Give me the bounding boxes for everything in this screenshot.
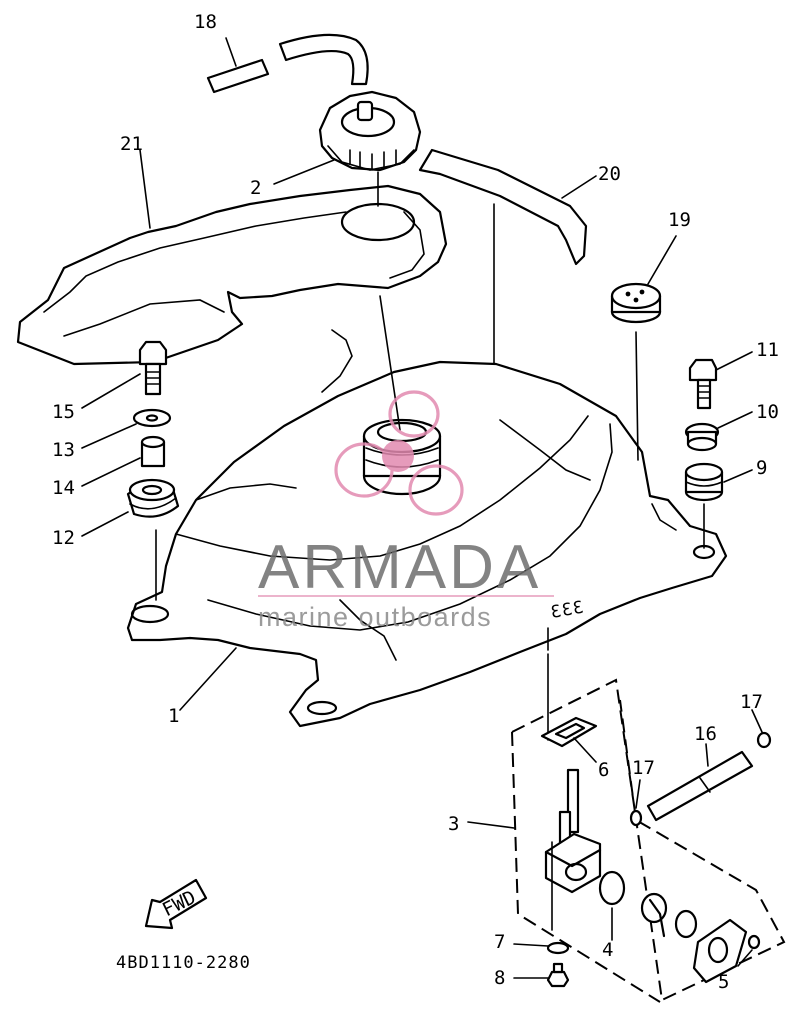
- callout-17-upper: 17: [740, 691, 763, 713]
- cap-seat-ring: [340, 202, 416, 242]
- armada-watermark: ARMADA marine outboards: [258, 390, 554, 632]
- part-19-grommet: [610, 282, 662, 324]
- fuel-cock-seal: [674, 909, 698, 939]
- callout-8: 8: [494, 967, 505, 989]
- callout-10: 10: [756, 401, 779, 423]
- part-16-hose: [646, 750, 754, 822]
- callout-15: 15: [52, 401, 75, 423]
- fuel-cock-body: [544, 768, 602, 931]
- part-14-collar: [140, 435, 166, 468]
- callout-1: 1: [168, 705, 179, 727]
- part-7-washer: [546, 941, 570, 955]
- callout-5: 5: [718, 971, 729, 993]
- diagram-part-code: 4BD1110-2280: [116, 953, 251, 973]
- part-3-assembly-boundary: [511, 678, 786, 1003]
- fuel-cock-plate: [692, 918, 748, 984]
- fuel-cock-lever: [640, 892, 668, 938]
- part-15-bolt: [138, 340, 168, 396]
- fwd-arrow-icon: FWD: [144, 878, 208, 930]
- callout-4: 4: [602, 939, 613, 961]
- callout-11: 11: [756, 339, 779, 361]
- callout-6: 6: [598, 759, 609, 781]
- tank-filler-neck: [362, 418, 442, 496]
- callout-labels: 18 2 21 20 19 11 10 9 15 13 14 12 1 3 6 …: [52, 11, 779, 993]
- part-6-gasket: [540, 716, 598, 748]
- callout-12: 12: [52, 527, 75, 549]
- part-18-hose: [206, 33, 369, 94]
- part-4-o-ring: [598, 870, 626, 906]
- callout-16: 16: [694, 723, 717, 745]
- callout-18: 18: [194, 11, 217, 33]
- part-13-washer: [132, 408, 172, 428]
- part-5-screw: [747, 934, 761, 950]
- callout-2: 2: [250, 177, 261, 199]
- part-11-bolt: [688, 358, 718, 410]
- callout-3: 3: [448, 813, 459, 835]
- armada-logo-icon: [334, 390, 464, 516]
- leader-lines: [81, 37, 763, 979]
- part-2-fuel-cap: [318, 90, 422, 172]
- callout-19: 19: [668, 209, 691, 231]
- part-10-collar: [684, 422, 720, 452]
- callout-7: 7: [494, 931, 505, 953]
- part-8-drain-screw: [546, 962, 570, 988]
- callout-14: 14: [52, 477, 75, 499]
- part-1-fuel-tank: ƐƐƐ: [126, 360, 728, 728]
- part-20-strap: [418, 148, 588, 266]
- watermark-brand: ARMADA: [258, 533, 541, 602]
- part-17-clip-lower: [629, 809, 643, 827]
- part-9-damper: [684, 462, 724, 502]
- part-17-clip-upper: [756, 731, 772, 749]
- watermark-tagline: marine outboards: [258, 602, 492, 632]
- callout-17-lower: 17: [632, 757, 655, 779]
- callout-13: 13: [52, 439, 75, 461]
- part-12-damper: [126, 478, 180, 518]
- callout-20: 20: [598, 163, 621, 185]
- callout-21: 21: [120, 133, 143, 155]
- callout-9: 9: [756, 457, 767, 479]
- part-21-cover: [16, 184, 448, 393]
